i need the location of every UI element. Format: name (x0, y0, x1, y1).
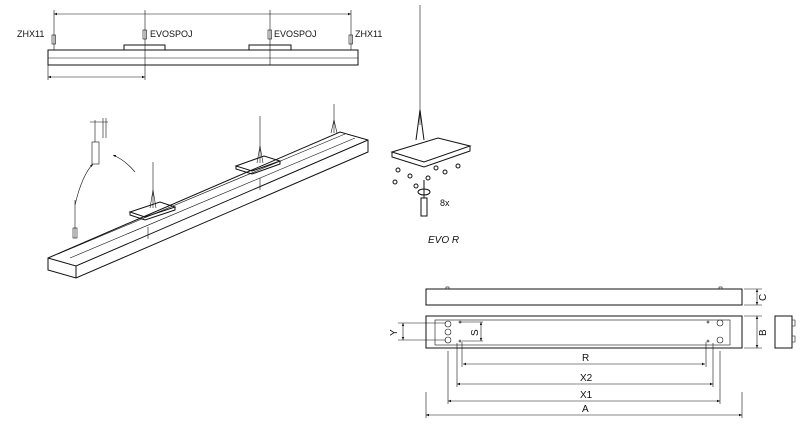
dim-c: C (758, 294, 769, 301)
label-joint-2: EVOSPOJ (274, 29, 317, 39)
orthographic-views: C B Y S R X2 X1 A (389, 286, 796, 418)
dim-r: R (582, 353, 589, 364)
end-view (774, 315, 793, 349)
hanger-detail (91, 141, 100, 165)
bottom-view (425, 315, 743, 349)
label-joint-1: EVOSPOJ (150, 29, 193, 39)
label-hanger-left: ZHX11 (17, 29, 44, 39)
dim-x2: X2 (580, 373, 593, 384)
screw-count: 8x (440, 198, 450, 208)
dim-x1: X1 (580, 390, 593, 401)
luminaire-bar (47, 49, 359, 66)
dim-s: S (470, 329, 481, 336)
isometric-assembly (47, 104, 369, 279)
top-schematic: ZHX11 EVOSPOJ EVOSPOJ ZHX11 (17, 10, 382, 80)
dim-b: B (758, 329, 769, 336)
product-name: EVO R (428, 235, 459, 246)
joint-plates (123, 44, 292, 50)
dim-y: Y (389, 329, 400, 336)
mounting-detail: 8x (390, 5, 472, 217)
dim-a: A (582, 404, 589, 415)
hangers (51, 10, 353, 80)
label-hanger-right: ZHX11 (355, 29, 382, 39)
side-view (425, 288, 743, 306)
